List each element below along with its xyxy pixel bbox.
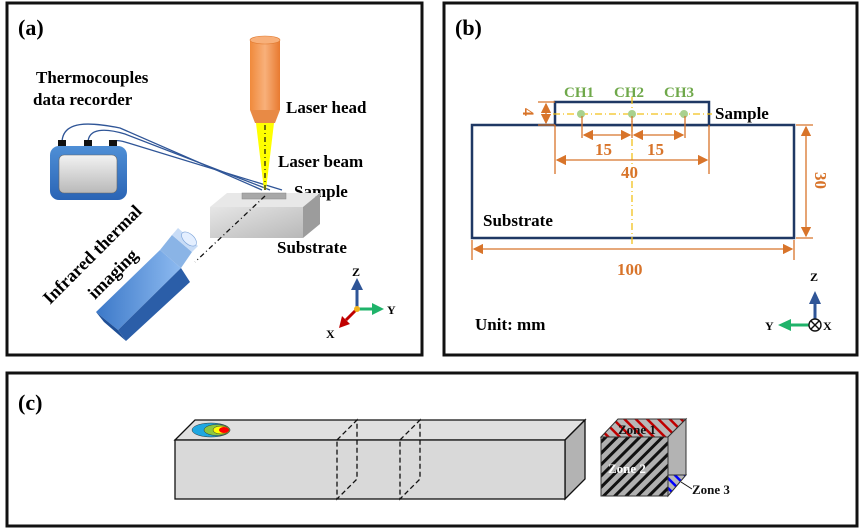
panel-b-border xyxy=(442,1,859,357)
zone-1-label: Zone 1 xyxy=(618,422,656,437)
thermocouple-point-ch3 xyxy=(680,110,688,118)
axes-triad-a: Z Y X xyxy=(326,265,396,341)
recorder-label-line2: data recorder xyxy=(33,90,133,109)
long-bar-icon xyxy=(173,418,587,501)
zone-cube-icon xyxy=(599,417,688,498)
thermocouple-point-ch2 xyxy=(628,110,636,118)
axis-z-label-b: Z xyxy=(810,270,818,284)
panel-c: (c) Zone 1 Zone 2 Zone 3 xyxy=(5,371,859,528)
axis-z-arrow xyxy=(351,278,363,290)
axis-y-arrow xyxy=(372,303,384,315)
axis-z-label-a: Z xyxy=(352,265,360,279)
recorder-label-line1: Thermocouples xyxy=(36,68,149,87)
substrate-label-b: Substrate xyxy=(483,211,553,230)
channel-label-ch1: CH1 xyxy=(564,85,594,101)
panel-b: (b) CH1 CH2 CH3 Sample xyxy=(442,1,859,357)
panel-c-tag: (c) xyxy=(18,390,42,415)
axis-y-label-a: Y xyxy=(387,303,396,317)
laser-beam-label: Laser beam xyxy=(278,152,363,171)
zone-2-face xyxy=(600,436,669,497)
channel-label-ch2: CH2 xyxy=(614,85,644,101)
thermocouple-point-ch1 xyxy=(577,110,585,118)
axis-y-arrow-b xyxy=(778,319,791,331)
axis-z-arrow-b xyxy=(809,291,821,304)
panel-b-tag: (b) xyxy=(455,15,482,40)
unit-label: Unit: mm xyxy=(475,315,545,334)
dim-substrate-length: 100 xyxy=(617,260,643,279)
dim-sample-height: 4 xyxy=(519,108,536,116)
axis-x-arrow xyxy=(339,316,350,328)
sample-plate-icon xyxy=(241,192,287,200)
dashed-sections xyxy=(336,418,421,501)
panel-a-tag: (a) xyxy=(18,15,44,40)
sample-label-b: Sample xyxy=(715,104,769,123)
panel-a: (a) Thermocouples data recorder Laser he… xyxy=(5,1,424,357)
dim-ch-spacing-right: 15 xyxy=(647,140,664,159)
data-recorder-icon xyxy=(50,140,127,200)
zone-3-leader-line xyxy=(680,481,693,490)
channel-label-ch3: CH3 xyxy=(664,85,694,101)
laser-beam-icon xyxy=(256,123,274,190)
axis-x-label-a: X xyxy=(326,327,335,341)
substrate-label-a: Substrate xyxy=(277,238,347,257)
axis-x-label-b: X xyxy=(823,319,832,333)
ir-line-of-sight xyxy=(194,195,266,263)
dim-sample-length: 40 xyxy=(621,163,638,182)
melt-pool-contour-icon xyxy=(191,422,231,438)
dimension-lines xyxy=(471,101,813,260)
zone-2-label: Zone 2 xyxy=(608,461,646,476)
dim-substrate-height: 30 xyxy=(811,172,830,189)
laser-head-icon xyxy=(249,35,281,123)
laser-head-label: Laser head xyxy=(286,98,367,117)
axes-triad-b: Z Y X xyxy=(765,270,832,333)
dim-ch-spacing-left: 15 xyxy=(595,140,612,159)
zone-3-label: Zone 3 xyxy=(692,482,730,497)
axis-y-label-b: Y xyxy=(765,319,774,333)
substrate-block-icon xyxy=(210,192,320,238)
ir-camera-icon xyxy=(96,228,198,341)
